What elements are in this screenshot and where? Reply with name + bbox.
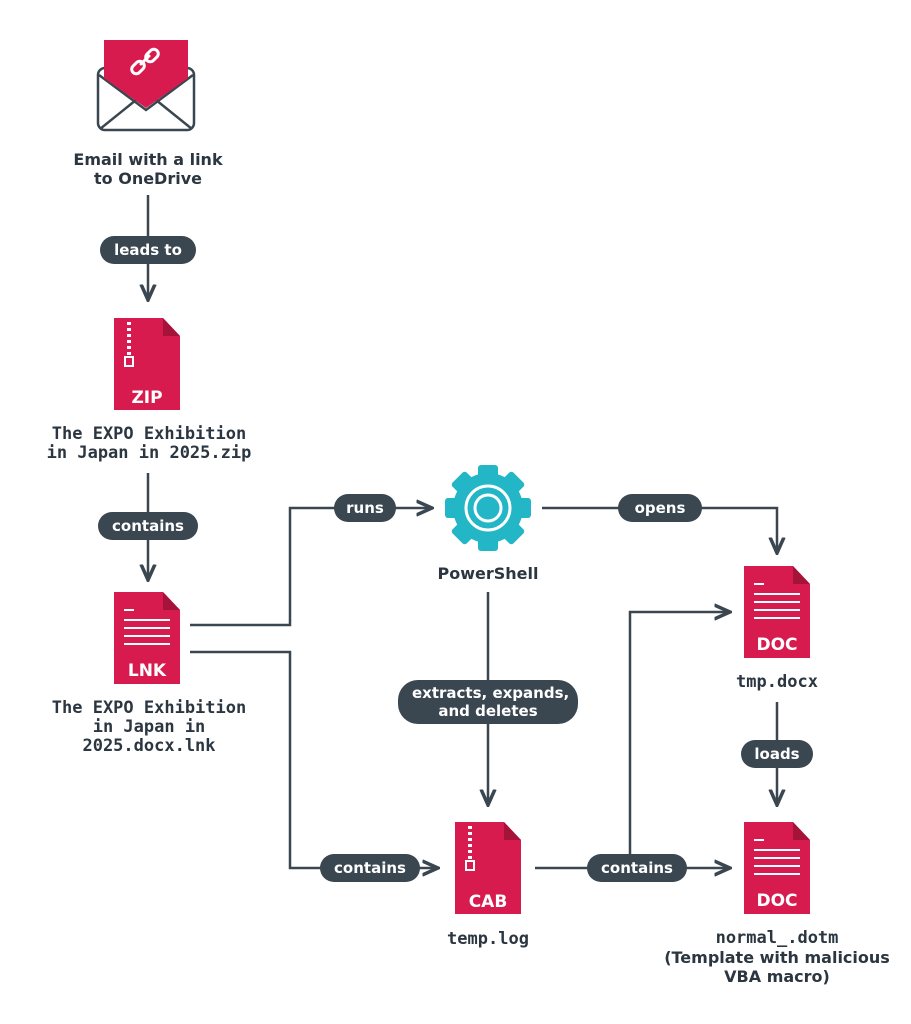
shortcut-file-icon: LNK bbox=[114, 592, 180, 684]
cab-file-icon: CAB bbox=[455, 822, 521, 914]
edge-label-contains-zip: contains bbox=[98, 512, 198, 540]
edge-label-extracts-line1: extracts, expands, bbox=[412, 684, 570, 702]
tmp-doc-label: tmp.docx bbox=[736, 672, 818, 692]
gear-icon bbox=[445, 465, 531, 551]
edge-lnk-to-cab bbox=[190, 650, 438, 868]
lnk-label: The EXPO Exhibition in Japan in 2025.doc… bbox=[18, 699, 280, 756]
edge-label-runs: runs bbox=[334, 494, 396, 522]
edge-label-contains-doc: contains bbox=[587, 854, 687, 882]
normal-doc-label-line3: VBA macro) bbox=[724, 967, 830, 986]
powershell-label: PowerShell bbox=[437, 564, 539, 583]
normal-doc-badge: DOC bbox=[756, 891, 797, 911]
email-label-line2: to OneDrive bbox=[94, 169, 202, 188]
edge-label-loads: loads bbox=[741, 740, 813, 768]
edge-label-contains-cab: contains bbox=[320, 854, 420, 882]
lnk-label-line2: in Japan in bbox=[92, 717, 206, 737]
zip-file-icon: ZIP bbox=[114, 318, 180, 410]
zip-label-line2: in Japan in 2025.zip bbox=[46, 443, 252, 463]
zip-label-line1: The EXPO Exhibition bbox=[51, 424, 247, 444]
document-file-icon: DOC bbox=[744, 822, 810, 914]
envelope-link-icon bbox=[96, 40, 196, 132]
edge-cab-to-tmp bbox=[535, 612, 730, 870]
zip-label: The EXPO Exhibition in Japan in 2025.zip bbox=[18, 425, 280, 463]
edge-lnk-to-powershell bbox=[190, 508, 432, 627]
edge-label-opens: opens bbox=[618, 494, 702, 522]
cab-label: temp.log bbox=[447, 929, 529, 949]
edge-label-extracts-line2: and deletes bbox=[438, 702, 538, 720]
edge-label-extracts: extracts, expands, and deletes bbox=[398, 680, 578, 724]
edge-label-leads-to: leads to bbox=[100, 236, 196, 264]
zip-badge: ZIP bbox=[131, 388, 162, 408]
email-label-line1: Email with a link bbox=[73, 150, 223, 169]
normal-doc-label-line1: normal_.dotm bbox=[715, 928, 839, 948]
normal-doc-label-line2: (Template with malicious bbox=[664, 948, 890, 967]
lnk-label-line1: The EXPO Exhibition bbox=[51, 698, 247, 718]
email-label: Email with a link to OneDrive bbox=[48, 150, 248, 188]
cab-badge: CAB bbox=[469, 892, 508, 912]
link-icon bbox=[130, 47, 160, 76]
normal-doc-label: normal_.dotm (Template with malicious VB… bbox=[647, 928, 907, 987]
lnk-label-line3: 2025.docx.lnk bbox=[82, 736, 216, 756]
lnk-badge: LNK bbox=[128, 661, 167, 681]
document-file-icon: DOC bbox=[744, 566, 810, 658]
tmp-doc-badge: DOC bbox=[756, 635, 797, 655]
